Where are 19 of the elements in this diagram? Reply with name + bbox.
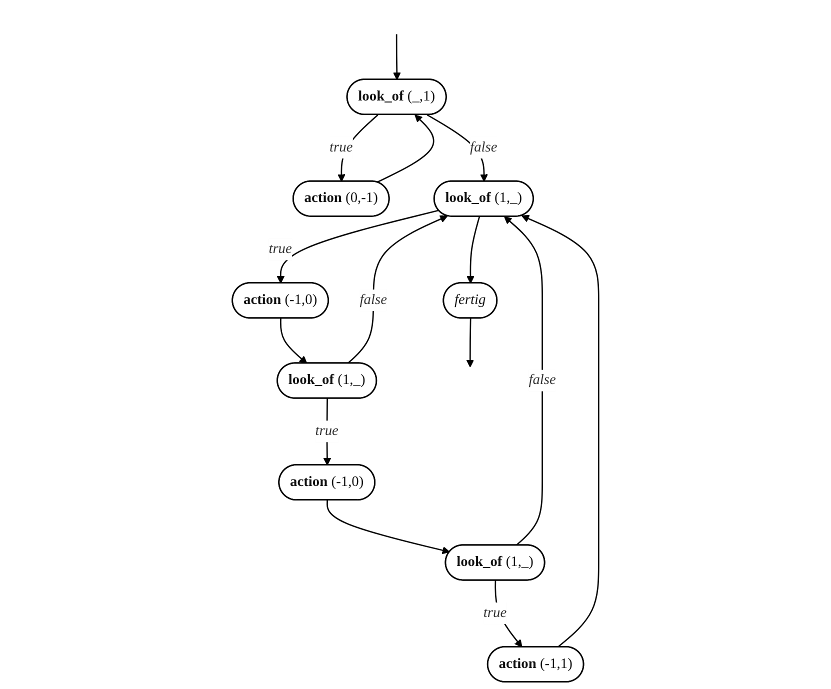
- edge-label: false: [528, 372, 556, 388]
- edge-label: true: [483, 605, 507, 621]
- arrow: [326, 500, 450, 554]
- arrow: [494, 580, 522, 648]
- arrow: [504, 216, 543, 546]
- edge-label: true: [268, 241, 292, 257]
- edge-label: true: [330, 140, 353, 155]
- arrow: [347, 215, 448, 364]
- edge-label: false: [470, 140, 498, 155]
- arrow: [276, 210, 439, 284]
- edge-label: false: [360, 292, 388, 308]
- arrow: [280, 318, 308, 364]
- arrow: [338, 114, 378, 182]
- edge-label: true: [315, 423, 338, 439]
- arrow: [376, 114, 434, 183]
- arrow: [392, 34, 401, 80]
- arrow: [521, 214, 600, 648]
- arrow: [466, 216, 480, 284]
- arrow: [466, 318, 474, 368]
